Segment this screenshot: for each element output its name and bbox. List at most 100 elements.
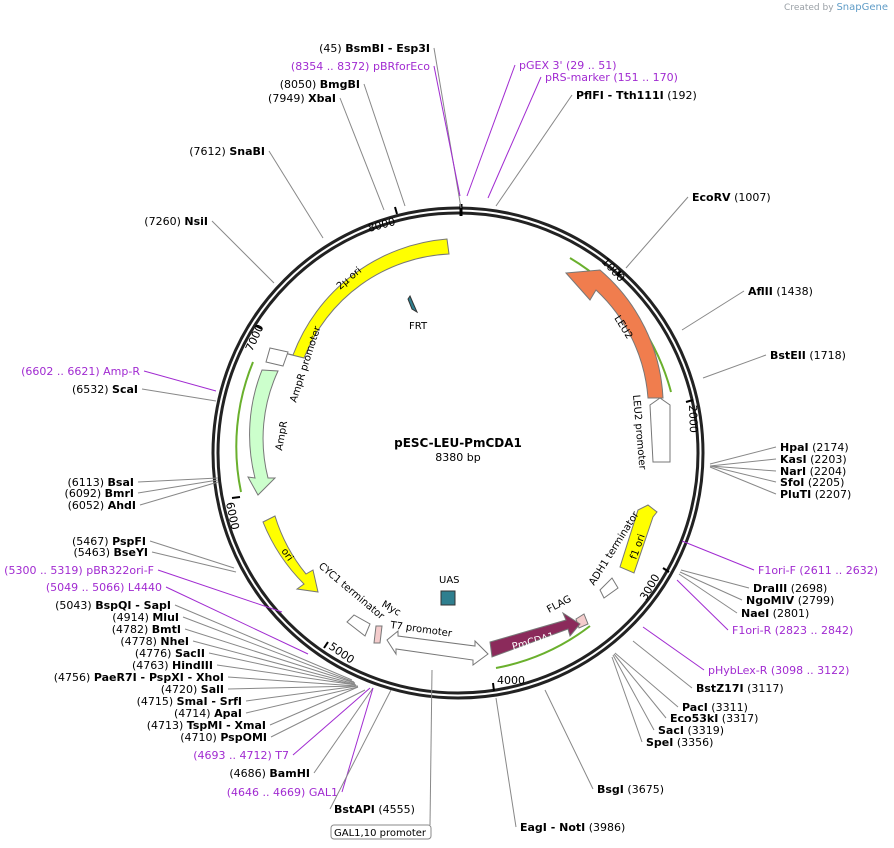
primer-site-label[interactable]: pRS-marker (151 .. 170) [545,71,678,84]
restriction-site-label[interactable]: BstZ17I (3117) [696,682,784,695]
restriction-site-label[interactable]: BsgI (3675) [597,783,664,796]
restriction-site-label[interactable]: (5467) PspFI [72,535,146,548]
restriction-site-label[interactable]: Eco53kI (3317) [670,712,758,725]
restriction-site-label[interactable]: (6113) BsaI [67,476,134,489]
primer-site-label[interactable]: pGEX 3' (29 .. 51) [519,59,617,72]
site-position: (192) [664,89,697,102]
site-leader-line [227,685,358,690]
restriction-site-label[interactable]: PflFI - Tth111I (192) [576,89,697,102]
feature-uas-box [440,590,456,606]
site-name: pBRforEco [373,60,430,73]
restriction-site-label[interactable]: (5463) BseYI [73,546,148,559]
site-position: (4686) [229,767,269,780]
site-leader-line [702,354,767,379]
restriction-site-label[interactable]: KasI (2203) [780,453,847,466]
restriction-site-label[interactable]: SfoI (2205) [780,476,844,489]
site-position: (5463) [73,546,113,559]
restriction-site-label[interactable]: BstEII (1718) [770,349,846,362]
restriction-site-label[interactable]: (7260) NsiI [144,215,208,228]
feature-leu2-promoter-arrow [649,397,671,463]
restriction-site-label[interactable]: (7612) SnaBI [189,145,265,158]
site-name: Eco53kI [670,712,718,725]
restriction-site-label[interactable]: (4782) BmtI [112,623,181,636]
feature-f1-ori-arrow [619,504,658,574]
site-position: (4778) [120,635,160,648]
primer-site-label[interactable]: F1ori-F (2611 .. 2632) [758,564,878,577]
restriction-site-label[interactable]: AflII (1438) [748,285,813,298]
site-position: (4720) [161,683,201,696]
site-position: (8050) [280,78,320,91]
site-name: ApaI [214,707,242,720]
plasmid-size: 8380 bp [435,451,480,464]
primer-site-label[interactable]: F1ori-R (2823 .. 2842) [732,624,853,637]
restriction-site-label[interactable]: EcoRV (1007) [692,191,771,204]
site-name: BstEII [770,349,806,362]
restriction-site-label[interactable]: (4714) ApaI [174,707,242,720]
site-leader-line [151,551,237,573]
gal-promoter-box [330,824,432,840]
site-leader-line [184,628,356,684]
restriction-site-label[interactable]: DraIII (2698) [753,582,827,595]
restriction-site-label[interactable]: (5043) BspQI - SapI [55,599,171,612]
restriction-site-label[interactable]: SacI (3319) [658,724,724,737]
restriction-site-label[interactable]: (4715) SmaI - SrfI [137,695,242,708]
site-name: TspMI [187,719,223,732]
restriction-site-label[interactable]: (8050) BmgBI [280,78,360,91]
site-position: (4714) [174,707,214,720]
primer-site-label[interactable]: (6602 .. 6621) Amp-R [21,365,140,378]
site-leader-line [611,656,643,743]
site-leader-line [678,573,738,614]
primer-site-label[interactable]: (5300 .. 5319) pBR322ori-F [4,564,154,577]
svg-text:8000: 8000 [366,215,396,235]
site-leader-line [709,465,777,483]
primer-site-label[interactable]: (8354 .. 8372) pBRforEco [291,60,430,73]
restriction-site-label[interactable]: SpeI (3356) [646,736,713,749]
site-leader-line [149,540,235,569]
site-position: (3319) [684,724,724,737]
site-name: PflFI [576,89,604,102]
restriction-site-label[interactable]: EagI - NotI (3986) [520,821,625,834]
restriction-site-label[interactable]: BstAPI (4555) [334,803,415,816]
restriction-site-label[interactable]: NarI (2204) [780,465,846,478]
site-leader-line [227,676,358,687]
restriction-site-label[interactable]: (4686) BamHI [229,767,310,780]
restriction-site-label[interactable]: (4756) PaeR7I - PspXI - XhoI [54,671,224,684]
restriction-site-label[interactable]: (6532) ScaI [72,383,138,396]
restriction-site-label[interactable]: PacI (3311) [682,701,748,714]
primer-site-label[interactable]: (5049 .. 5066) L4440 [46,581,162,594]
restriction-site-label[interactable]: NaeI (2801) [741,607,809,620]
site-leader-line [709,446,777,465]
restriction-site-label[interactable]: (45) BsmBI - Esp3I [319,42,430,55]
primer-site-label[interactable]: pHybLex-R (3098 .. 3122) [708,664,849,677]
site-leader-line [613,653,667,719]
restriction-site-label[interactable]: (4914) MluI [112,611,179,624]
site-leader-line [495,697,517,828]
restriction-site-label[interactable]: (4713) TspMI - XmaI [147,719,266,732]
site-position: (3098 .. 3122) [767,664,849,677]
restriction-site-label[interactable]: (4778) NheI [120,635,189,648]
restriction-site-label[interactable]: (6052) AhdI [68,499,136,512]
site-position: (5049 .. 5066) [46,581,128,594]
site-leader-line [143,370,217,392]
feature-myc-tag [373,625,383,644]
primer-site-label[interactable]: (4693 .. 4712) T7 [193,749,289,762]
restriction-site-label[interactable]: (4710) PspOMI [180,731,267,744]
primer-site-label[interactable]: (4646 .. 4669) GAL1 [227,786,338,799]
restriction-site-label[interactable]: NgoMIV (2799) [746,594,834,607]
feature-ampr-arrow [247,369,279,496]
site-leader-line [292,687,371,756]
restriction-site-label[interactable]: HpaI (2174) [780,441,849,454]
restriction-site-label[interactable]: (6092) BmrI [65,487,134,500]
site-position: (4763) [132,659,172,672]
feature-2u-ori-arrow [275,238,450,359]
site-position: (7260) [144,215,184,228]
restriction-site-label[interactable]: (4720) SalI [161,683,224,696]
site-position: (6092) [65,487,105,500]
restriction-site-label[interactable]: PluTI (2207) [780,488,851,501]
restriction-site-label[interactable]: (4763) HindIII [132,659,213,672]
restriction-site-label[interactable]: (4776) SacII [135,647,205,660]
restriction-site-label[interactable]: (7949) XbaI [268,92,336,105]
site-leader-line [141,388,217,402]
site-leader-line [137,479,219,494]
site-name-2: - SrfI [208,695,242,708]
